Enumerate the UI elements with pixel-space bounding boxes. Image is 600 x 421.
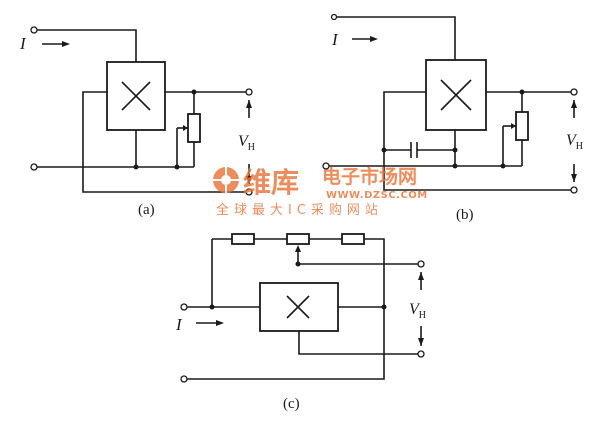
- voltage-label-b: VH: [566, 132, 583, 152]
- current-label-b: I: [331, 30, 339, 49]
- potentiometer-b: [515, 111, 529, 141]
- terminal-a-vh-bottom: [245, 188, 253, 196]
- terminal-c-in: [180, 303, 188, 311]
- terminal-a-vh-top: [245, 88, 253, 96]
- potentiometer-c: [286, 233, 310, 245]
- wire-a-input: [37, 29, 137, 62]
- voltage-label-c: VH: [409, 301, 426, 321]
- terminal-b-return: [322, 162, 330, 170]
- watermark: 维库 电子市场网 WWW.DZSC.COM 全球最大IC采购网站: [213, 165, 428, 218]
- wire-b-input: [337, 16, 456, 60]
- current-label-c: I: [175, 315, 183, 334]
- wire-c-return: [187, 307, 385, 380]
- terminal-a-in: [30, 26, 38, 34]
- caption-b: (b): [456, 207, 474, 223]
- terminal-b-vh-top: [570, 88, 578, 96]
- terminal-c-return: [180, 375, 188, 383]
- current-label-a: I: [19, 34, 27, 53]
- watermark-url: WWW.DZSC.COM: [326, 190, 428, 201]
- terminal-a-return: [30, 163, 38, 171]
- panel-c: [180, 233, 425, 383]
- terminal-c-vh-bottom: [417, 350, 425, 358]
- watermark-line2: 全球最大IC采购网站: [216, 202, 383, 218]
- terminal-b-vh-bottom: [570, 186, 578, 194]
- wire-a-loop: [82, 91, 246, 193]
- caption-c: (c): [283, 396, 300, 412]
- resistor-c-left: [231, 233, 255, 245]
- panel-a: [30, 26, 253, 196]
- hall-element-b: [425, 59, 487, 131]
- resistor-c-right: [341, 233, 365, 245]
- watermark-brand: 维库: [243, 166, 299, 199]
- watermark-line1: 电子市场网: [322, 165, 417, 188]
- terminal-c-vh-top: [417, 260, 425, 268]
- panel-b: [322, 13, 578, 194]
- voltage-label-a: VH: [238, 133, 255, 153]
- wire-b-loop: [383, 91, 571, 191]
- caption-a: (a): [138, 202, 155, 218]
- dzsc-logo-icon: [213, 167, 239, 193]
- potentiometer-a: [187, 113, 201, 143]
- terminal-b-in: [330, 13, 338, 21]
